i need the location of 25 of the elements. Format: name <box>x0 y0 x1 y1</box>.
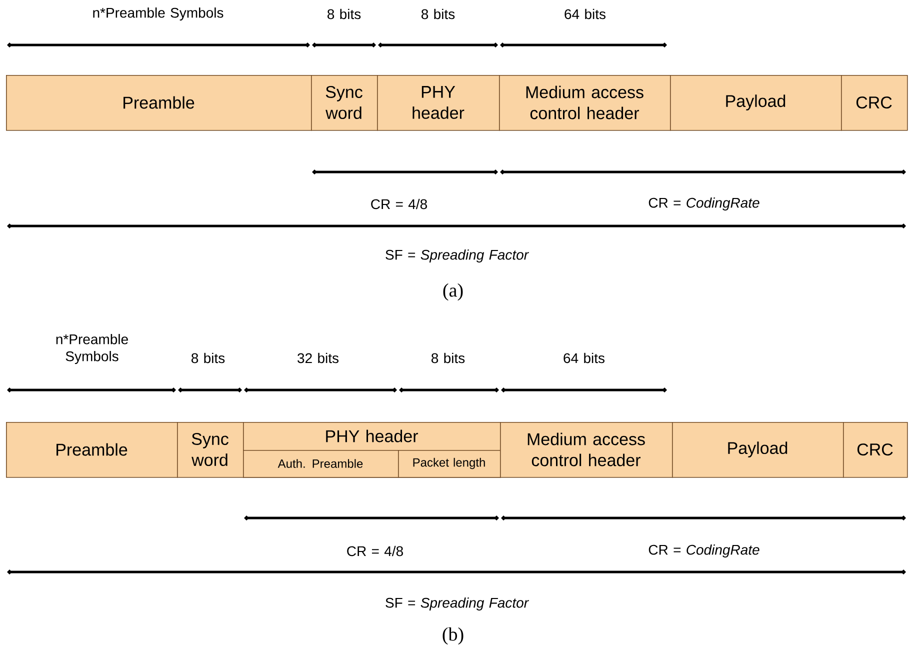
field-box: Sync word <box>177 422 244 478</box>
dimension-label: 64 bits <box>564 352 604 364</box>
field-box: CRC <box>843 422 908 478</box>
subfigure-caption: (b) <box>442 627 464 645</box>
dimension-label: 8 bits <box>192 352 225 364</box>
subfield-box: Packet length <box>398 450 501 478</box>
dimension-label: 8 bits <box>328 8 361 20</box>
dimension-label: SF = Spreading Factor <box>386 597 529 611</box>
field-box: Sync word <box>311 75 378 131</box>
dimension-label: CR = 4/8 <box>371 198 427 210</box>
dimension-label: 8 bits <box>432 352 465 364</box>
dimension-label: CR = CodingRate <box>648 197 760 211</box>
field-box: CRC <box>841 75 908 131</box>
field-box: PHY header <box>377 75 500 131</box>
subfield-box: Auth. Preamble <box>243 450 399 478</box>
dimension-label: SF = Spreading Factor <box>386 249 529 263</box>
dimension-label: CR = 4/8 <box>347 546 403 556</box>
dimension-label: 64 bits <box>564 8 606 20</box>
dimension-label: CR = CodingRate <box>648 544 760 558</box>
dimension-label: 8 bits <box>422 8 455 20</box>
dimension-label: n*Preamble Symbols <box>56 334 128 364</box>
subfigure-caption: (a) <box>443 283 463 301</box>
field-box: Medium access control header <box>499 75 671 131</box>
dimension-label: 32 bits <box>298 352 338 364</box>
dimension-label: n*Preamble Symbols <box>93 7 224 21</box>
